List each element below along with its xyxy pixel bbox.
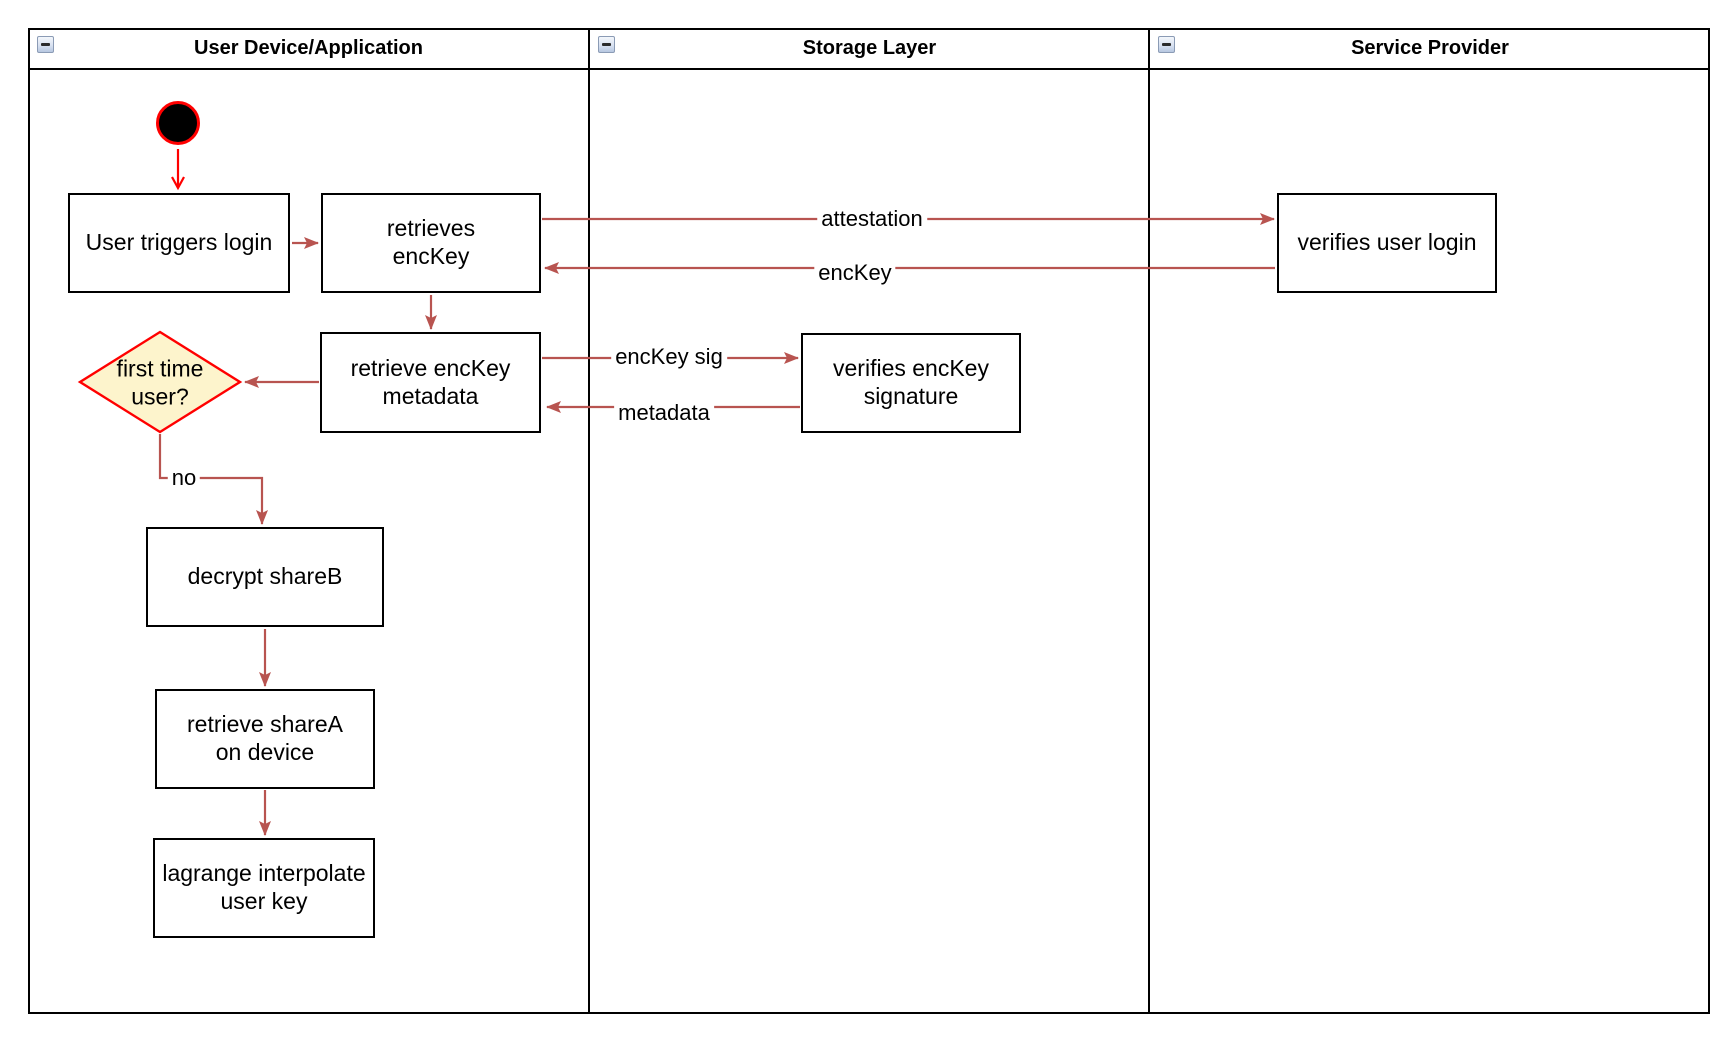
collapse-minus-icon[interactable] [37, 36, 54, 53]
node-user-triggers-login: User triggers login [68, 193, 290, 293]
lane-title-user-device: User Device/Application [194, 37, 423, 59]
node-verifies-user-login: verifies user login [1277, 193, 1497, 293]
edge-label-metadata: metadata [614, 400, 714, 426]
lane-divider-2 [1148, 28, 1150, 1014]
node-retrieve-enckey-metadata: retrieve encKey metadata [320, 332, 541, 433]
node-label: retrieves encKey [386, 215, 476, 269]
edge-label-enckey-sig: encKey sig [611, 344, 727, 370]
lane-divider-1 [588, 28, 590, 1014]
node-label: retrieve shareA on device [187, 711, 343, 765]
edge-label-attestation: attestation [817, 206, 927, 232]
edge-label-no: no [167, 465, 201, 491]
minus-glyph [1162, 43, 1171, 46]
collapse-minus-icon[interactable] [598, 36, 615, 53]
pool-border [28, 28, 1710, 1014]
minus-glyph [41, 43, 50, 46]
start-node [156, 101, 200, 145]
lane-title-storage-layer: Storage Layer [802, 37, 937, 59]
node-label: verifies user login [1297, 229, 1477, 256]
edge-decision-no-to-decrypt [158, 434, 268, 525]
edge-label-enckey: encKey [814, 260, 896, 286]
decision-diamond-shape [77, 330, 243, 434]
node-label: lagrange interpolate user key [162, 860, 366, 914]
lane-title-service-provider: Service Provider [1351, 37, 1509, 59]
decision-first-time-user-label: first time user? [116, 355, 204, 409]
node-lagrange-interpolate-user-key: lagrange interpolate user key [153, 838, 375, 938]
node-label: verifies encKey signature [833, 355, 989, 409]
lane-header-divider [28, 68, 1710, 70]
node-label: retrieve encKey metadata [350, 354, 511, 409]
node-decrypt-shareb: decrypt shareB [146, 527, 384, 627]
node-retrieves-enckey: retrieves encKey [321, 193, 541, 293]
node-verifies-enckey-signature: verifies encKey signature [801, 333, 1021, 433]
collapse-minus-icon[interactable] [1158, 36, 1175, 53]
minus-glyph [602, 43, 611, 46]
node-retrieve-sharea-on-device: retrieve shareA on device [155, 689, 375, 789]
node-label: decrypt shareB [187, 563, 343, 590]
node-label: User triggers login [85, 229, 273, 256]
